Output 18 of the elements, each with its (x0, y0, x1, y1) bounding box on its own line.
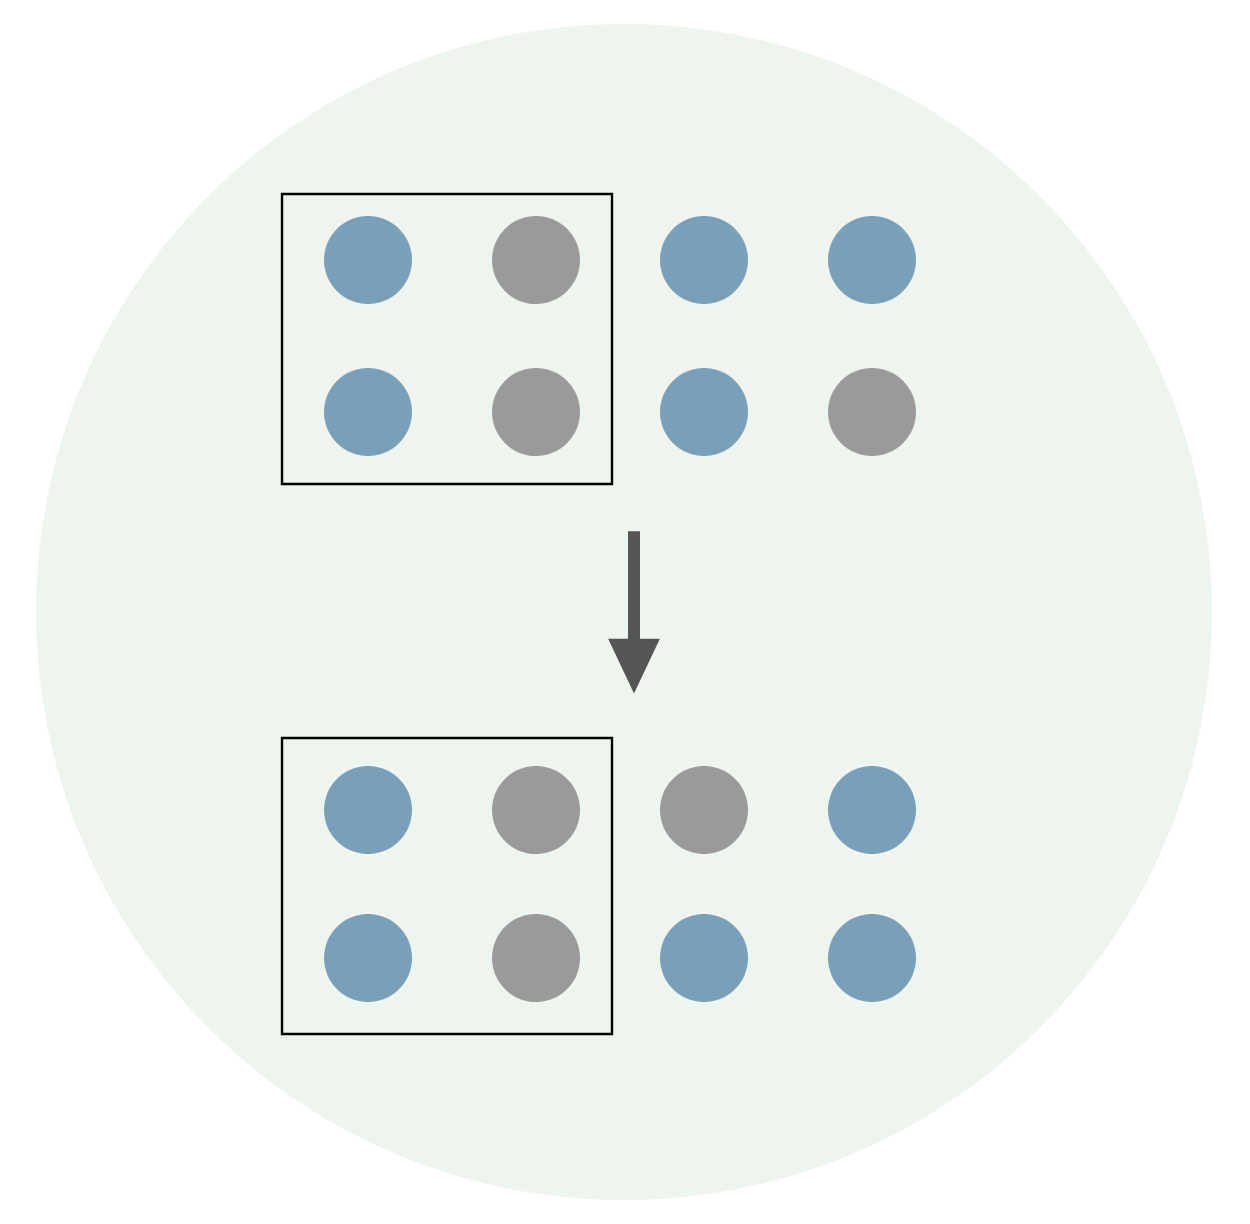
dot (492, 215, 580, 304)
dot (828, 367, 916, 456)
dot (492, 765, 580, 854)
dot (492, 913, 580, 1002)
dot (828, 215, 916, 304)
dot (660, 367, 748, 456)
dot (660, 913, 748, 1002)
dot (324, 367, 412, 456)
dot (660, 765, 748, 854)
dot (324, 765, 412, 854)
dot (660, 215, 748, 304)
group-box (280, 736, 614, 1036)
group-box (280, 192, 614, 486)
dot (324, 215, 412, 304)
dot (492, 367, 580, 456)
dot (324, 913, 412, 1002)
dot (828, 765, 916, 854)
dot (828, 913, 916, 1002)
